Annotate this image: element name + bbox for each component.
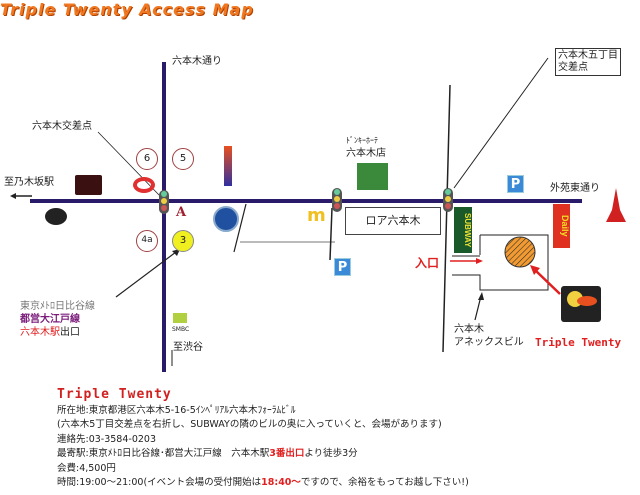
side-street-2 bbox=[233, 203, 247, 253]
reception-time: 18:40～ bbox=[261, 477, 301, 488]
info-contact: 連絡先:03-3584-0203 bbox=[57, 434, 156, 445]
info-station: 最寄駅:東京ﾒﾄﾛ日比谷線･都営大江戸線 六本木駅3番出口より徒歩3分 bbox=[57, 447, 358, 462]
annex-label: 六本木 bbox=[454, 324, 484, 335]
time-range: 時間:19:00～21:00(イベント会場の受付開始は bbox=[57, 477, 262, 488]
to-shibuya-label: 至渋谷 bbox=[173, 342, 203, 353]
traffic-light-icon bbox=[443, 188, 453, 212]
arrow-left-icon bbox=[10, 193, 16, 199]
venue-arrow bbox=[534, 269, 561, 295]
venue-arrow-head-icon bbox=[530, 265, 540, 275]
info-heading: Triple Twenty bbox=[57, 387, 172, 402]
roppongi-dori-label: 六本木通り bbox=[172, 56, 222, 67]
smbc-label: SMBC bbox=[172, 326, 190, 333]
annex-building-label: アネックスビル bbox=[454, 337, 524, 348]
info-time: 時間:19:00～21:00(イベント会場の受付開始は18:40～ですので、余裕… bbox=[57, 476, 469, 491]
station-lines: 最寄駅:東京ﾒﾄﾛ日比谷線･都営大江戸線 六本木駅 bbox=[57, 448, 270, 459]
station-exit-label: 六本木駅出口 bbox=[20, 327, 80, 339]
exit-3-marker: 3 bbox=[172, 230, 194, 252]
donki-logo-icon bbox=[357, 163, 388, 190]
exit-5-marker: 5 bbox=[172, 148, 194, 170]
map-title: Triple Twenty Access Map bbox=[0, 0, 254, 19]
traffic-light-icon bbox=[159, 190, 169, 214]
subway-logo: SUBWAY bbox=[454, 207, 472, 253]
coffee-logo-icon bbox=[213, 206, 239, 232]
entrance-arrow-head-icon bbox=[476, 258, 483, 264]
arrow-up-icon bbox=[478, 292, 484, 300]
mcdonalds-logo-icon: m bbox=[307, 205, 326, 226]
exit-4a-marker: 4a bbox=[136, 230, 158, 252]
time-note: ですので、余裕をもってお越し下さい!) bbox=[300, 477, 469, 488]
info-address: 所在地:東京都港区六本木5-16-5ｲﾝﾍﾟﾘｱﾙ六本木ﾌｫｰﾗﾑﾋﾞﾙ bbox=[57, 405, 296, 416]
oedo-line-label: 都営大江戸線 bbox=[20, 314, 80, 325]
roppongi-crossing-label: 六本木交差点 bbox=[32, 121, 92, 132]
info-fee: 会費:4,500円 bbox=[57, 463, 116, 474]
station-pointer bbox=[115, 251, 177, 298]
station-name: 六本木駅 bbox=[20, 327, 60, 338]
venue-building bbox=[452, 234, 549, 291]
info-directions: (六本木5丁目交差点を右折し、SUBWAYの隣のビルの奥に入っていくと、会場があ… bbox=[57, 419, 442, 430]
donki-store-label: 六本木店 bbox=[346, 148, 386, 159]
side-street bbox=[442, 84, 451, 353]
shop-logo-icon bbox=[75, 175, 102, 195]
walk-time: より徒歩3分 bbox=[304, 448, 358, 459]
donki-label: ﾄﾞﾝｷｰﾎｰﾃ bbox=[346, 136, 378, 145]
go-chome-crossing-box: 六本木五丁目 交差点 bbox=[555, 48, 621, 76]
traffic-light-icon bbox=[332, 188, 342, 212]
hibiya-line-label: 東京ﾒﾄﾛ日比谷線 bbox=[20, 301, 95, 312]
gaien-label: 外苑東通り bbox=[550, 183, 600, 194]
bank-logo-icon bbox=[133, 177, 155, 193]
venue-label: Triple Twenty bbox=[535, 336, 622, 349]
triple-twenty-logo bbox=[561, 286, 601, 322]
almond-logo-icon: A bbox=[176, 205, 187, 220]
to-nogizaka-label: 至乃木坂駅 bbox=[4, 177, 54, 188]
daily-logo: Daily bbox=[553, 204, 570, 248]
shop-logo-icon bbox=[45, 208, 67, 225]
station-exit-number: 3番出口 bbox=[269, 448, 305, 459]
exit-word: 出口 bbox=[60, 327, 80, 338]
shop-logo-icon bbox=[224, 146, 232, 186]
roa-roppongi-building: ロア六本木 bbox=[345, 207, 441, 235]
tower-icon bbox=[606, 188, 626, 222]
entrance-label: 入口 bbox=[415, 256, 440, 270]
logo-swoosh-icon bbox=[577, 296, 597, 306]
go-chome-label: 六本木五丁目 bbox=[558, 50, 618, 61]
parking-street bbox=[329, 207, 333, 261]
exit-6-marker: 6 bbox=[136, 148, 158, 170]
go-chome-crossing-label: 交差点 bbox=[558, 62, 588, 73]
parking-icon: P bbox=[507, 175, 524, 193]
parking-icon: P bbox=[334, 258, 351, 276]
venue-marker bbox=[504, 236, 536, 268]
smbc-logo-icon bbox=[173, 313, 187, 323]
go-chome-pointer bbox=[453, 57, 549, 189]
